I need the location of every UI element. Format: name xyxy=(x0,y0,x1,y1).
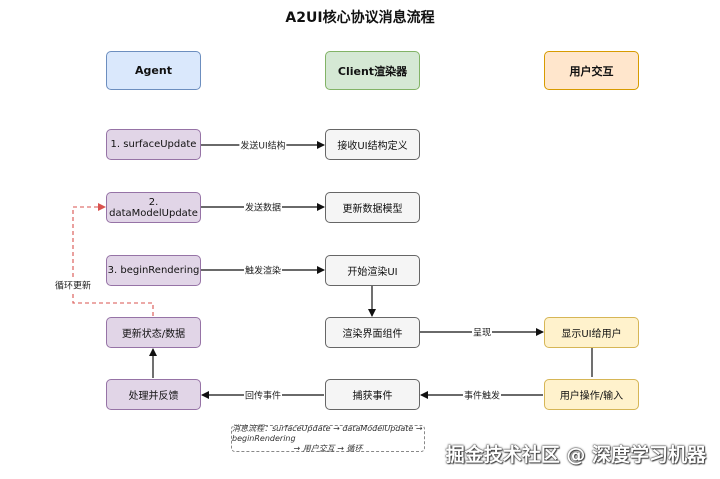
flow-note-line2: → 用户交互 → 循环 xyxy=(293,443,363,453)
user-header: 用户交互 xyxy=(544,51,639,90)
flow-note-line1: 消息流程：surfaceUpdate → dataModelUpdate → b… xyxy=(232,423,423,443)
render-components-node: 渲染界面组件 xyxy=(325,317,420,348)
watermark: 掘金技术社区 @ 深度学习机器 xyxy=(445,444,706,466)
receive-ui-node: 接收UI结构定义 xyxy=(325,129,420,160)
data-model-update-label: 2. dataModelUpdate xyxy=(109,196,198,219)
edge-label-loop-update: 循环更新 xyxy=(53,278,93,292)
flow-note: 消息流程：surfaceUpdate → dataModelUpdate → b… xyxy=(231,423,425,453)
edge-label-trigger-render: 触发渲染 xyxy=(243,263,283,277)
render-components-label: 渲染界面组件 xyxy=(342,329,403,340)
show-ui-label: 显示UI给用户 xyxy=(561,329,622,340)
edge-label-return-event: 回传事件 xyxy=(243,388,283,402)
process-feedback-node: 处理并反馈 xyxy=(106,379,201,410)
data-model-update-node: 2. dataModelUpdate xyxy=(106,192,201,223)
surface-update-label: 1. surfaceUpdate xyxy=(110,139,197,150)
edge-label-send-data: 发送数据 xyxy=(243,200,283,214)
agent-header-label: Agent xyxy=(135,64,172,77)
capture-event-node: 捕获事件 xyxy=(325,379,420,410)
start-rendering-node: 开始渲染UI xyxy=(325,255,420,286)
update-data-model-node: 更新数据模型 xyxy=(325,192,420,223)
client-header: Client渲染器 xyxy=(325,51,420,90)
edge-label-event-trigger: 事件触发 xyxy=(462,388,502,402)
process-feedback-label: 处理并反馈 xyxy=(128,391,179,402)
client-header-label: Client渲染器 xyxy=(337,64,408,78)
diagram-title: A2UI核心协议消息流程 xyxy=(285,10,435,26)
edge-label-present: 呈现 xyxy=(471,325,493,339)
user-input-label: 用户操作/输入 xyxy=(559,391,624,402)
edge-label-send-ui-structure: 发送UI结构 xyxy=(239,138,287,152)
update-state-node: 更新状态/数据 xyxy=(106,317,201,348)
update-data-model-label: 更新数据模型 xyxy=(342,204,403,215)
surface-update-node: 1. surfaceUpdate xyxy=(106,129,201,160)
start-rendering-label: 开始渲染UI xyxy=(347,267,398,278)
update-state-label: 更新状态/数据 xyxy=(121,329,186,340)
user-input-node: 用户操作/输入 xyxy=(544,379,639,410)
loop-update-path xyxy=(72,203,154,316)
agent-header: Agent xyxy=(106,51,201,90)
begin-rendering-node: 3. beginRendering xyxy=(106,255,201,286)
show-ui-node: 显示UI给用户 xyxy=(544,317,639,348)
receive-ui-label: 接收UI结构定义 xyxy=(337,141,408,152)
user-header-label: 用户交互 xyxy=(569,64,614,78)
capture-event-label: 捕获事件 xyxy=(352,391,393,402)
begin-rendering-label: 3. beginRendering xyxy=(107,265,200,276)
